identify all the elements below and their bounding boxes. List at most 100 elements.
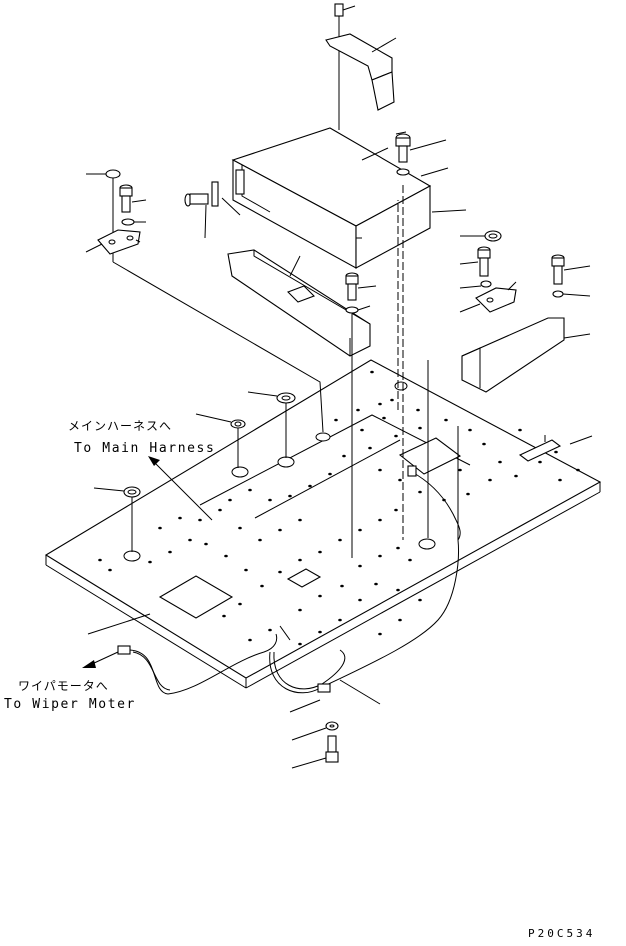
plate-hole [328,472,332,476]
plate-hole [554,450,558,454]
plate-hole [268,498,272,502]
main-harness-label-jp: メインハーネスへ [68,419,173,433]
plate-hole [340,584,344,588]
plate-hole [204,542,208,546]
plate-hole [268,628,272,632]
top-bracket [325,3,397,130]
plate-hole [148,560,152,564]
plate-hole [576,468,580,472]
plate-hole [368,446,372,450]
plate-hole [370,370,374,374]
plate-hole [488,478,492,482]
plate-hole [378,468,382,472]
plate-hole [538,460,542,464]
screw-and-clip [184,181,241,239]
plate-hole [378,402,382,406]
plate-hole [298,558,302,562]
direction-arrows [82,456,213,668]
plate-hole [360,428,364,432]
far-right-bolt [551,254,591,298]
plate-hole [416,408,420,412]
plate-hole [198,518,202,522]
wiper-motor-label-en: To Wiper Moter [4,697,136,712]
plate-hole [358,598,362,602]
plate-hole [358,528,362,532]
right-cover [457,317,591,540]
plate-hole [244,568,248,572]
plate-hole [224,554,228,558]
plate-hole [390,398,394,402]
plate-hole [518,428,522,432]
plate-hole [278,528,282,532]
plate-hole [318,550,322,554]
plate-hole [158,526,162,530]
plate-hole [298,518,302,522]
drawing-code: P20C534 [528,927,596,940]
plate-hole [238,602,242,606]
wiper-harness [117,465,461,713]
plate-hole [298,608,302,612]
plate-hole [238,526,242,530]
plate-hole [318,630,322,634]
plate-hole [418,426,422,430]
plate-hole [378,554,382,558]
plate-hole [258,538,262,542]
main-harness-label-en: To Main Harness [74,441,216,456]
plate-hole [288,494,292,498]
plate-hole [342,454,346,458]
plate-hole [382,416,386,420]
plate-hole [248,638,252,642]
plate-hole [466,492,470,496]
plate-hole [408,558,412,562]
plate-hole [260,584,264,588]
plate-hole [482,442,486,446]
floor-plate [44,359,602,689]
plate-hole [396,546,400,550]
plate-hole [458,468,462,472]
plate-hole [378,632,382,636]
plate-hole [394,508,398,512]
plate-hole [298,642,302,646]
leader-lines [87,131,593,635]
plate-hole [396,588,400,592]
plate-hole [418,598,422,602]
plate-hole [168,550,172,554]
plate-hole [338,618,342,622]
plate-hole [514,474,518,478]
plate-hole [222,614,226,618]
plate-hole [398,618,402,622]
plate-hole [378,518,382,522]
plate-hole [318,594,322,598]
bottom-bolt [291,721,339,769]
plate-hole [498,460,502,464]
right-mount [397,200,517,538]
plate-hole [178,516,182,520]
controller-box [231,127,467,540]
plate-hole [278,570,282,574]
plate-hole [374,582,378,586]
plate-hole [188,538,192,542]
left-mount [85,169,324,433]
grommets [93,391,296,552]
plate-hole [308,484,312,488]
box-bolt [395,133,447,176]
plate-hole [334,418,338,422]
plate-hole [248,488,252,492]
plate-hole [98,558,102,562]
plate-hole [418,490,422,494]
plate-hole [398,478,402,482]
plate-hole [356,408,360,412]
plate-small-holes [98,370,580,646]
centre-bolt [345,272,377,558]
plate-hole [228,498,232,502]
plate-hole [358,564,362,568]
plate-hole [218,508,222,512]
cover-plate [227,249,371,357]
plate-hole [558,478,562,482]
plate-hole [108,568,112,572]
plate-hole [338,538,342,542]
wiper-motor-label-jp: ワイパモータへ [18,679,109,693]
plate-hole [394,434,398,438]
plate-holes-large [123,381,436,562]
